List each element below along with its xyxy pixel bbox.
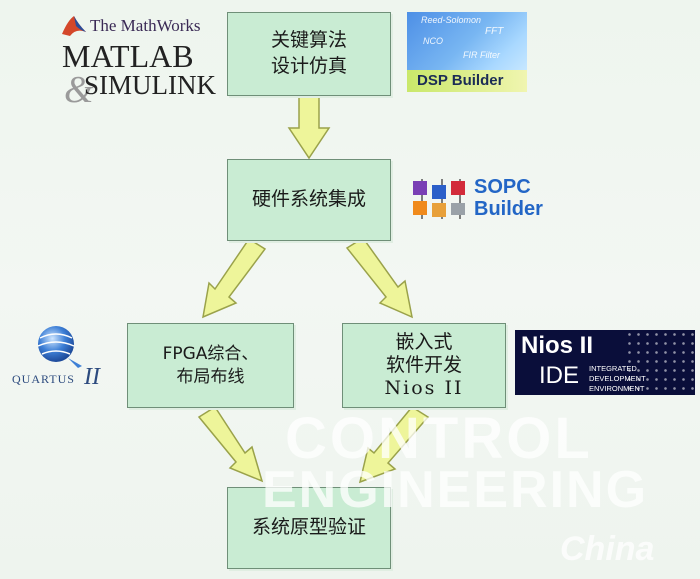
- box-algorithm-line1: 关键算法: [270, 29, 347, 52]
- quartus-logo: QUARTUS II: [8, 324, 113, 394]
- mathworks-name: The MathWorks: [90, 16, 201, 35]
- ide-subtitle: INTEGRATED DEVELOPMENT ENVIRONMENT: [589, 364, 695, 394]
- nios-dots-pattern: [625, 330, 695, 395]
- dsp-term-nco: NCO: [423, 36, 443, 46]
- box-fpga-line1: FPGA综合、: [162, 343, 259, 364]
- box-algorithm-line2: 设计仿真: [270, 55, 347, 77]
- box-software-line2: 软件开发: [385, 354, 462, 377]
- box-integration-label: 硬件系统集成: [251, 188, 366, 211]
- simulink-text: SIMULINK: [84, 70, 216, 100]
- ide-subtitle-line2: ENVIRONMENT: [589, 384, 645, 393]
- box-prototype-verification: 系统原型验证: [227, 487, 391, 569]
- box-software-line1: 嵌入式: [395, 331, 453, 354]
- box-prototype-label: 系统原型验证: [251, 516, 366, 539]
- quartus-ii-text: II: [84, 364, 100, 390]
- dsp-term-reed-solomon: Reed-Solomon: [421, 15, 482, 25]
- watermark-china: China: [560, 530, 655, 568]
- watermark-engineering: ENGINEERING: [262, 461, 649, 519]
- arrow-fpga-to-prototype: [197, 405, 264, 483]
- dsp-term-fir: FIR Filter: [463, 50, 500, 60]
- arrow-integration-to-fpga: [202, 237, 267, 319]
- box-software-line3: Nios II: [384, 376, 464, 399]
- box-fpga-line2: 布局布线: [176, 366, 245, 387]
- box-fpga-synthesis: FPGA综合、布局布线: [127, 323, 294, 408]
- dsp-builder-label: DSP Builder: [417, 72, 504, 89]
- dsp-term-fft: FFT: [485, 26, 504, 37]
- quartus-text: QUARTUS: [12, 372, 75, 386]
- nios-ii-title: Nios II: [521, 332, 594, 359]
- sopc-blocks-icon: [413, 179, 465, 219]
- arrow-software-to-prototype: [358, 406, 430, 484]
- box-hardware-integration: 硬件系统集成: [227, 159, 391, 241]
- matlab-text: MATLAB: [62, 38, 194, 74]
- ide-subtitle-line1: INTEGRATED DEVELOPMENT: [589, 364, 646, 383]
- mathworks-logo: The MathWorks MATLAB & SIMULINK: [60, 14, 230, 111]
- nios-ii-ide-logo: Nios II IDE INTEGRATED DEVELOPMENT ENVIR…: [515, 330, 695, 395]
- mathworks-membrane-icon: [62, 16, 86, 36]
- dsp-builder-logo: Reed-Solomon FFT NCO FIR Filter DSP Buil…: [407, 12, 527, 92]
- sopc-text: SOPC: [474, 176, 531, 198]
- ide-text: IDE: [539, 362, 580, 389]
- arrow-integration-to-software: [345, 236, 414, 319]
- builder-text: Builder: [474, 198, 543, 220]
- ampersand-mark: &: [64, 69, 94, 111]
- watermark-control: CONTROL: [285, 406, 593, 471]
- arrow-algorithm-to-integration: [287, 94, 331, 160]
- dsp-label-bar: [407, 70, 527, 92]
- box-algorithm-design: 关键算法设计仿真: [227, 12, 391, 96]
- quartus-globe-icon: [37, 326, 82, 368]
